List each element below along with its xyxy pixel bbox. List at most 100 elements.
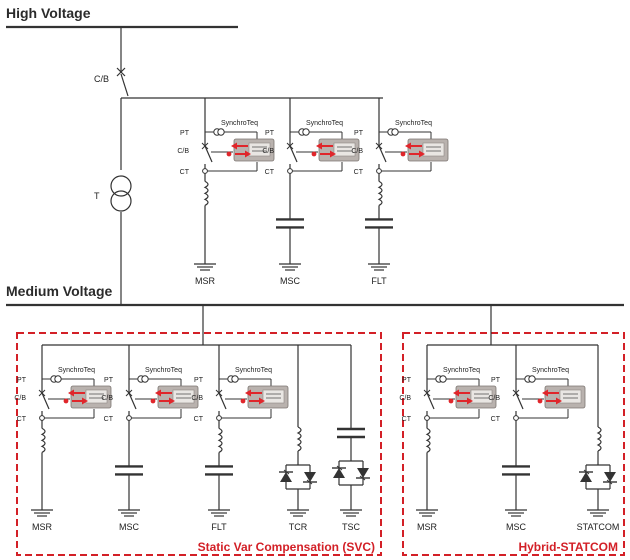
pt-label: PT	[354, 130, 364, 137]
ct-symbol	[216, 415, 222, 421]
ct-label: CT	[180, 169, 190, 176]
branch-label: MSR	[195, 276, 216, 286]
cb-label: C/B	[262, 148, 274, 155]
signal-arrows	[226, 142, 251, 158]
ct-symbol	[39, 415, 45, 421]
cb-label: C/B	[399, 395, 411, 402]
ct-label: CT	[354, 169, 364, 176]
cb-label: C/B	[488, 395, 500, 402]
ct-label: CT	[17, 416, 27, 423]
main-breaker-label: C/B	[94, 74, 109, 84]
breaker-blade	[515, 392, 524, 410]
signal-arrows	[400, 142, 425, 158]
synchroteq-device	[544, 385, 586, 409]
thyristor-pair	[279, 461, 317, 493]
pt-symbol-2	[231, 375, 239, 383]
breaker-blade	[218, 392, 227, 410]
synchroteq-device	[70, 385, 112, 409]
breaker-blade	[426, 392, 435, 410]
ct-symbol	[287, 168, 293, 174]
signal-arrows	[448, 389, 473, 405]
synchroteq-label: SynchroTeq	[221, 120, 258, 127]
synchroteq-label: SynchroTeq	[58, 367, 95, 374]
ct-label: CT	[402, 416, 412, 423]
reactor-coil	[217, 427, 223, 453]
ground-symbol	[208, 509, 230, 517]
branch-statcom: STATCOM	[577, 345, 620, 532]
reactor-coil	[40, 427, 46, 453]
breaker-blade	[289, 145, 298, 163]
ground-symbol	[340, 509, 362, 517]
cb-label: C/B	[351, 148, 363, 155]
synchroteq-label: SynchroTeq	[443, 367, 480, 374]
ground-symbol	[505, 509, 527, 517]
statcom-box	[402, 332, 625, 556]
ct-symbol	[424, 415, 430, 421]
statcom-box-title: Hybrid-STATCOM	[518, 540, 618, 554]
synchroteq-device	[233, 138, 275, 162]
branch-tcr: TCR	[279, 345, 317, 532]
breaker-blade	[378, 145, 387, 163]
ground-symbol	[416, 509, 438, 517]
pt-label: PT	[402, 377, 412, 384]
branch-label: MSR	[417, 522, 438, 532]
ct-symbol	[126, 415, 132, 421]
signal-arrows	[63, 389, 88, 405]
cb-label: C/B	[177, 148, 189, 155]
cb-label: C/B	[14, 395, 26, 402]
pt-label: PT	[17, 377, 27, 384]
ct-label: CT	[104, 416, 114, 423]
breaker-blade	[41, 392, 50, 410]
ground-symbol	[368, 263, 390, 271]
ground-symbol	[587, 509, 609, 517]
synchroteq-device	[157, 385, 199, 409]
transformer-symbol	[110, 175, 132, 212]
ct-label: CT	[491, 416, 501, 423]
synchroteq-device	[247, 385, 289, 409]
pt-symbol-2	[528, 375, 536, 383]
pt-label: PT	[180, 130, 190, 137]
pt-label: PT	[194, 377, 204, 384]
signal-arrows	[311, 142, 336, 158]
pt-symbol-2	[391, 128, 399, 136]
reactor-coil	[425, 427, 431, 453]
cb-label: C/B	[101, 395, 113, 402]
cb-label: C/B	[191, 395, 203, 402]
svc-branch-group: PTC/BCTSynchroTeqMSRPTC/BCTSynchroTeqMSC…	[14, 345, 370, 532]
reactor-coil	[203, 180, 209, 206]
transformer-label: T	[94, 191, 100, 201]
svc-box-title: Static Var Compensation (SVC)	[198, 540, 375, 554]
branch-label: MSC	[506, 522, 527, 532]
synchroteq-device	[318, 138, 360, 162]
branch-label: MSC	[280, 276, 301, 286]
ground-symbol	[279, 263, 301, 271]
breaker-blade	[128, 392, 137, 410]
pt-label: PT	[104, 377, 114, 384]
synchroteq-label: SynchroTeq	[532, 367, 569, 374]
branch-label: TCR	[289, 522, 308, 532]
svc-box	[16, 332, 382, 556]
branch-label: STATCOM	[577, 522, 620, 532]
ct-symbol	[513, 415, 519, 421]
signal-arrows	[150, 389, 175, 405]
branch-tsc: TSC	[332, 345, 370, 532]
ct-label: CT	[194, 416, 204, 423]
pt-symbol-2	[439, 375, 447, 383]
pt-symbol-2	[141, 375, 149, 383]
thyristor-pair	[332, 457, 370, 489]
synchroteq-label: SynchroTeq	[145, 367, 182, 374]
pt-label: PT	[491, 377, 501, 384]
breaker-blade	[204, 145, 213, 163]
branch-label: MSC	[119, 522, 140, 532]
ct-symbol	[202, 168, 208, 174]
synchroteq-label: SynchroTeq	[235, 367, 272, 374]
